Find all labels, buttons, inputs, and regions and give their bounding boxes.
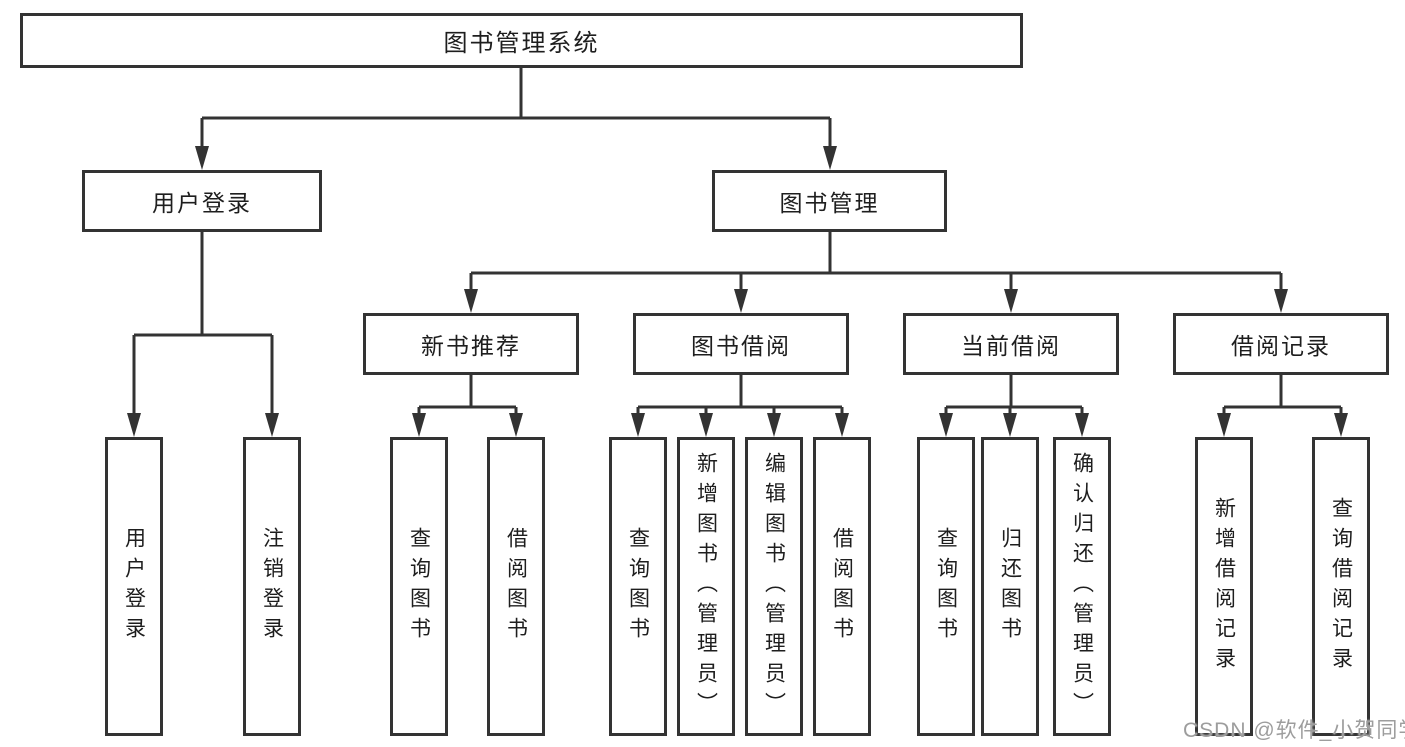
node-leaf-current-query-books: 查询图书 [917,437,975,736]
node-borrowing-records: 借阅记录 [1173,313,1389,375]
node-leaf-current-return-books: 归还图书 [981,437,1039,736]
node-label: 借阅记录 [1231,333,1331,359]
node-label: 图书借阅 [691,333,791,359]
node-label: 新增图书（管理员） [694,451,718,722]
node-new-book-recommendation: 新书推荐 [363,313,579,375]
node-library-system: 图书管理系统 [20,13,1023,68]
node-leaf-records-query-record: 查询借阅记录 [1312,437,1370,736]
node-leaf-newbook-query-books: 查询图书 [390,437,448,736]
connector-user-login-to-leaves [127,232,279,437]
node-label: 图书管理 [779,190,880,216]
node-book-borrowing: 图书借阅 [633,313,849,375]
node-label: 注销登录 [260,526,284,647]
node-label: 查询图书 [626,526,650,647]
node-leaf-borrow-edit-books-admin: 编辑图书（管理员） [745,437,803,736]
node-user-login: 用户登录 [82,170,322,232]
node-leaf-user-login: 用户登录 [105,437,163,736]
connector-borrow-records-to-leaves [1217,375,1348,437]
node-leaf-borrow-borrow-books: 借阅图书 [813,437,871,736]
node-leaf-newbook-borrow-books: 借阅图书 [487,437,545,736]
node-label: 新书推荐 [421,333,521,359]
node-label: 确认归还（管理员） [1070,451,1094,722]
node-label: 查询借阅记录 [1329,496,1353,677]
node-label: 归还图书 [998,526,1022,647]
watermark: CSDN @软件_小贺同学 [1183,719,1405,742]
node-label: 用户登录 [152,190,252,216]
node-leaf-logout: 注销登录 [243,437,301,736]
node-leaf-borrow-query-books: 查询图书 [609,437,667,736]
node-label: 借阅图书 [830,526,854,647]
node-leaf-borrow-add-books-admin: 新增图书（管理员） [677,437,735,736]
connector-book-management-to-level3 [464,232,1288,313]
node-leaf-records-add-record: 新增借阅记录 [1195,437,1253,736]
node-leaf-current-confirm-return-admin: 确认归还（管理员） [1053,437,1111,736]
node-label: 用户登录 [122,526,146,647]
node-label: 查询图书 [407,526,431,647]
node-book-management: 图书管理 [712,170,947,232]
connector-current-borrow-to-leaves [939,375,1089,437]
node-label: 新增借阅记录 [1212,496,1236,677]
node-label: 当前借阅 [961,333,1061,359]
node-label: 借阅图书 [504,526,528,647]
node-label: 图书管理系统 [443,30,600,57]
node-label: 查询图书 [934,526,958,647]
connector-new-book-to-leaves [412,375,523,437]
node-current-borrowing: 当前借阅 [903,313,1119,375]
connector-book-borrow-to-leaves [631,375,849,437]
node-label: 编辑图书（管理员） [762,451,786,722]
connector-root-to-level2 [195,68,837,170]
